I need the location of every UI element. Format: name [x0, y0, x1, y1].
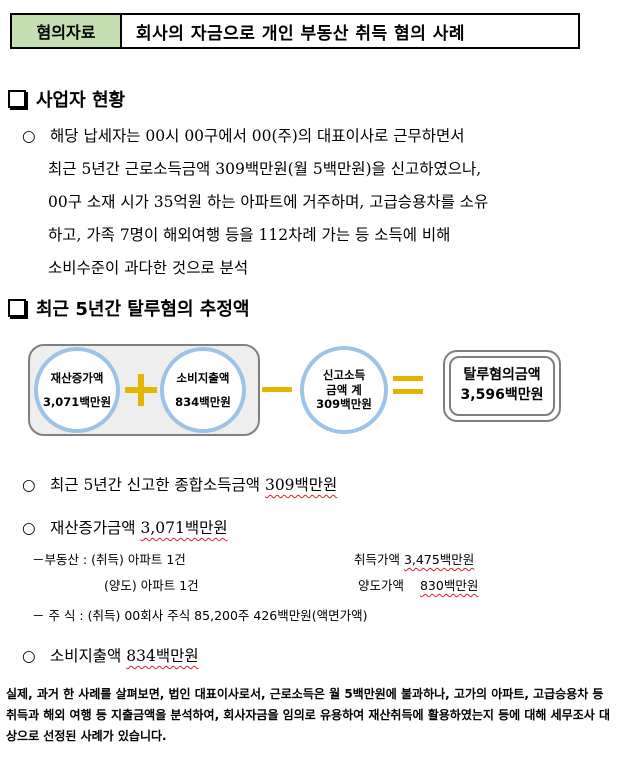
section-heading-estimate: 최근 5년간 탈루혐의 추정액: [8, 295, 249, 321]
asset-increase-label: 재산증가액: [50, 370, 104, 385]
bullet-circle: ○: [22, 476, 36, 494]
equals-icon: [393, 376, 423, 394]
paragraph-line: ○ 해당 납세자는 00시 00구에서 00(주)의 대표이사로 근무하면서: [22, 120, 592, 153]
bullet-circle: ○: [22, 519, 36, 537]
spending-circle: 소비지출액 834백만원: [160, 347, 246, 433]
real-estate-sale-text: (양도) 아파트 1건: [104, 578, 199, 593]
sale-price-label: 양도가액: [358, 578, 408, 593]
asset-increase-amount: 3,071백만원: [140, 519, 228, 537]
spending-label: 소비지출액: [176, 370, 230, 385]
section-heading-text: 최근 5년간 탈루혐의 추정액: [36, 299, 250, 320]
paragraph-line: 소비수준이 과다한 것으로 분석: [48, 259, 249, 277]
asset-increase-value: 3,071백만원: [42, 395, 112, 409]
footer-note: 실제, 과거 한 사례를 살펴보면, 법인 대표이사로서, 근로소득은 월 5백…: [6, 687, 611, 743]
checkbox-square-icon: [8, 90, 26, 108]
paragraph-line: 최근 5년간 근로소득금액 309백만원(월 5백만원)을 신고하였으나,: [48, 160, 482, 178]
real-estate-acquire-text: －부동산 : (취득) 아파트 1건: [32, 552, 186, 567]
reported-income-text: 최근 5년간 신고한 종합소득금액: [50, 476, 265, 494]
header-tag: 혐의자료: [12, 15, 122, 47]
acquisition-price-value: 3,475백만원: [403, 552, 475, 567]
sale-price-value: 830백만원: [419, 578, 479, 593]
paragraph-line: 00구 소재 시가 35억원 하는 아파트에 거주하며, 고급승용차를 소유: [48, 193, 489, 211]
evasion-amount-box: 탈루혐의금액 3,596백만원: [443, 350, 561, 422]
asset-increase-item: ○ 재산증가금액 3,071백만원: [22, 516, 228, 538]
spending-text: 소비지출액: [50, 647, 127, 665]
stock-line-text: － 주 식 : (취득) 00회사 주식 85,200주 426백만원(액면가액…: [32, 608, 368, 623]
evasion-amount-value: 3,596백만원: [460, 387, 544, 403]
asset-increase-text: 재산증가금액: [50, 519, 141, 537]
real-estate-sale-line: (양도) 아파트 1건: [104, 575, 199, 594]
section-heading-text: 사업자 현황: [36, 90, 126, 111]
business-status-paragraph: ○ 해당 납세자는 00시 00구에서 00(주)의 대표이사로 근무하면서 최…: [22, 120, 592, 285]
bullet-circle: ○: [22, 127, 36, 145]
asset-increase-circle: 재산증가액 3,071백만원: [34, 347, 120, 433]
paragraph-line: 하고, 가족 7명이 해외여행 등을 112차례 가는 등 소득에 비해: [48, 226, 451, 244]
sale-price: 양도가액 830백만원: [358, 575, 478, 594]
document-header: 혐의자료 회사의 자금으로 개인 부동산 취득 혐의 사례: [10, 13, 580, 49]
acquisition-price-label: 취득가액: [354, 552, 404, 567]
real-estate-acquire-line: －부동산 : (취득) 아파트 1건: [32, 549, 186, 568]
acquisition-price: 취득가액 3,475백만원: [354, 549, 474, 568]
bullet-circle: ○: [22, 647, 36, 665]
reported-income-item: ○ 최근 5년간 신고한 종합소득금액 309백만원: [22, 473, 337, 495]
section-heading-business-status: 사업자 현황: [8, 86, 125, 112]
evasion-amount-label: 탈루혐의금액: [463, 367, 541, 384]
checkbox-square-icon: [8, 299, 26, 317]
reported-income-value: 309백만원: [316, 397, 372, 412]
reported-income-circle: 신고소득 금액 계 309백만원: [300, 346, 388, 434]
minus-icon: [262, 387, 292, 392]
reported-income-amount: 309백만원: [264, 476, 338, 494]
spending-item: ○ 소비지출액 834백만원: [22, 644, 199, 666]
spending-value: 834백만원: [175, 395, 231, 409]
plus-icon: [125, 374, 157, 410]
header-title: 회사의 자금으로 개인 부동산 취득 혐의 사례: [136, 23, 466, 44]
paragraph-line-text: 해당 납세자는 00시 00구에서 00(주)의 대표이사로 근무하면서: [50, 127, 465, 145]
reported-income-label-2: 금액 계: [326, 382, 362, 397]
reported-income-label: 신고소득: [322, 368, 366, 383]
stock-line: － 주 식 : (취득) 00회사 주식 85,200주 426백만원(액면가액…: [32, 605, 368, 624]
spending-amount: 834백만원: [126, 647, 199, 665]
